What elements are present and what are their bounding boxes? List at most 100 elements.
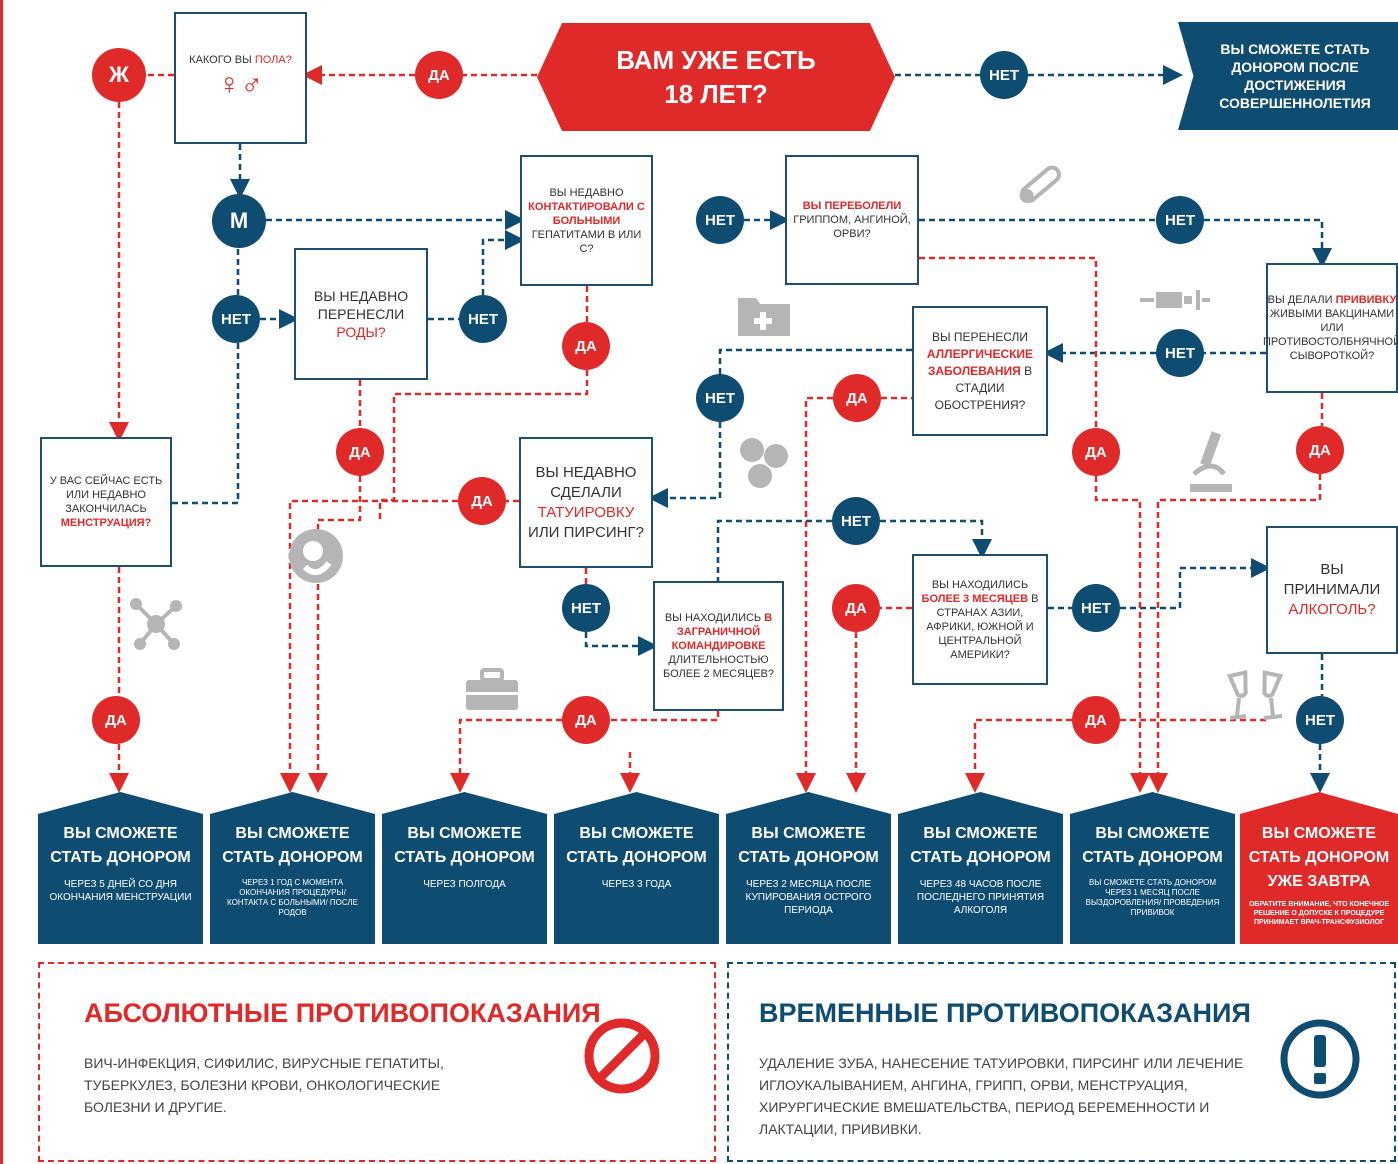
yes-contact-circle: ДА: [562, 322, 610, 370]
question-births: ВЫ НЕДАВНО ПЕРЕНЕСЛИ РОДЫ?: [294, 248, 428, 380]
yes-vaccine-circle: ДА: [1296, 426, 1344, 474]
absolute-text: ВИЧ-ИНФЕКЦИЯ, СИФИЛИС, ВИРУСНЫЕ ГЕПАТИТЫ…: [84, 1055, 444, 1115]
no-vaccine-circle: НЕТ: [1156, 329, 1204, 377]
yes-allergy-circle: ДА: [833, 374, 881, 422]
gender-highlight: ПОЛА?: [254, 54, 292, 66]
outcome-detail: ЧЕРЕЗ ПОЛГОДА: [423, 879, 506, 890]
connector-line: [378, 370, 589, 520]
connector-line: [718, 348, 912, 374]
no-age-circle: НЕТ: [980, 51, 1028, 99]
outcome-detail: ВЫ СМОЖЕТЕ СТАТЬ ДОНОРОМ ЧЕРЕЗ 1 МЕСЯЦ П…: [1085, 878, 1220, 917]
alcohol-text: ВЫ ПРИНИМАЛИ: [1283, 561, 1381, 598]
no-trip-circle: НЕТ: [832, 497, 880, 545]
connector-line: [919, 256, 1098, 428]
yes-trip-circle: ДА: [562, 696, 610, 744]
travel-highlight: БОЛЕЕ 3 МЕСЯЦЕВ: [921, 592, 1029, 605]
connector-line: [1204, 218, 1332, 268]
outcome-one-month: ВЫ СМОЖЕТЕ СТАТЬ ДОНОРОМ ВЫ СМОЖЕТЕ СТАТ…: [1070, 792, 1235, 944]
yes-age-circle: ДА: [415, 51, 463, 99]
outcome-tomorrow: ВЫ СМОЖЕТЕ СТАТЬ ДОНОРОМ УЖЕ ЗАВТРА ОБРА…: [1240, 792, 1398, 944]
question-menstruation: У ВАС СЕЙЧАС ЕСТЬ ИЛИ НЕДАВНО ЗАКОНЧИЛАС…: [40, 437, 172, 567]
alcohol-highlight: АЛКОГОЛЬ?: [1288, 601, 1376, 618]
connector-line: [172, 343, 240, 505]
gender-text: КАКОГО ВЫ: [189, 54, 255, 66]
connector-line: [796, 396, 833, 793]
yes-births-circle: ДА: [336, 428, 384, 476]
connector-line: [450, 718, 562, 793]
prohibited-icon: [584, 1018, 660, 1094]
absolute-title: АБСОЛЮТНЫЕ ПРОТИВОПОКАЗАНИЯ: [84, 998, 601, 1028]
pills-icon: [740, 438, 788, 488]
allergy-text-end: В СТАДИИ ОБОСТРЕНИЯ?: [934, 363, 1033, 412]
outcome-title: ВЫ СМОЖЕТЕ СТАТЬ ДОНОРОМ: [910, 825, 1051, 866]
no-alcohol-circle: НЕТ: [1296, 696, 1344, 744]
flu-highlight: ВЫ ПЕРЕБОЛЕЛИ: [802, 200, 902, 212]
outcome-half-year: ВЫ СМОЖЕТЕ СТАТЬ ДОНОРОМ ЧЕРЕЗ ПОЛГОДА: [382, 792, 547, 944]
female-circle: Ж: [92, 48, 146, 102]
yes-tattoo-circle: ДА: [458, 477, 506, 525]
births-text: ВЫ НЕДАВНО ПЕРЕНЕСЛИ: [313, 288, 409, 322]
outcome-detail: ЧЕРЕЗ 48 ЧАСОВ ПОСЛЕ ПОСЛЕДНЕГО ПРИНЯТИЯ…: [916, 879, 1045, 916]
question-allergy: ВЫ ПЕРЕНЕСЛИ АЛЛЕРГИЧЕСКИЕ ЗАБОЛЕВАНИЯ В…: [912, 306, 1048, 436]
question-travel: ВЫ НАХОДИЛИСЬ БОЛЕЕ 3 МЕСЯЦЕВ В СТРАНАХ …: [912, 554, 1048, 685]
underage-outcome-text: ВЫ СМОЖЕТЕ СТАТЬ ДОНОРОМ ПОСЛЕ ДОСТИЖЕНИ…: [1219, 41, 1371, 111]
outcome-detail: ЧЕРЕЗ 1 ГОД С МОМЕНТА ОКОНЧАНИЯ ПРОЦЕДУР…: [227, 878, 358, 917]
yes-flu-circle: ДА: [1072, 428, 1120, 476]
contact-text: ВЫ НЕДАВНО: [549, 186, 624, 199]
outcome-title: ВЫ СМОЖЕТЕ СТАТЬ ДОНОРОМ: [566, 825, 707, 866]
age-question-text: ВАМ УЖЕ ЕСТЬ 18 ЛЕТ?: [616, 45, 816, 109]
connector-line: [880, 519, 992, 559]
thermometer-icon: [1019, 165, 1061, 203]
temporary-contraindications-panel: ВРЕМЕННЫЕ ПРОТИВОПОКАЗАНИЯ УДАЛЕНИЕ ЗУБА…: [727, 962, 1396, 1162]
microscope-icon: [1190, 431, 1232, 492]
outcome-three-years: ВЫ СМОЖЕТЕ СТАТЬ ДОНОРОМ ЧЕРЕЗ 3 ГОДА: [554, 792, 719, 944]
outcome-title: ВЫ СМОЖЕТЕ СТАТЬ ДОНОРОМ: [738, 825, 879, 866]
trip-text-end: ДЛИТЕЛЬНОСТЬЮ БОЛЕЕ 2 МЕСЯЦЕВ?: [663, 654, 774, 680]
wine-glasses-icon: [1226, 670, 1284, 720]
left-border-line: [0, 0, 3, 1164]
outcome-detail: ЧЕРЕЗ 2 МЕСЯЦА ПОСЛЕ КУПИРОВАНИЯ ОСТРОГО…: [745, 879, 872, 916]
underage-outcome-box: ВЫ СМОЖЕТЕ СТАТЬ ДОНОРОМ ПОСЛЕ ДОСТИЖЕНИ…: [1178, 22, 1398, 130]
yes-alcohol-circle: ДА: [1072, 696, 1120, 744]
syringe-icon: [1140, 290, 1210, 310]
outcome-title: ВЫ СМОЖЕТЕ СТАТЬ ДОНОРОМ: [50, 825, 191, 866]
connector-line: [280, 499, 458, 793]
connector-line: [481, 230, 525, 295]
allergy-text: ВЫ ПЕРЕНЕСЛИ: [931, 329, 1029, 344]
outcome-title: ВЫ СМОЖЕТЕ СТАТЬ ДОНОРОМ: [1082, 825, 1223, 866]
connector-line: [1120, 558, 1271, 610]
question-alcohol: ВЫ ПРИНИМАЛИ АЛКОГОЛЬ?: [1266, 526, 1398, 654]
trip-highlight: В ЗАГРАНИЧНОЙ КОМАНДИРОВКЕ: [671, 612, 773, 652]
outcome-48-hours: ВЫ СМОЖЕТЕ СТАТЬ ДОНОРОМ ЧЕРЕЗ 48 ЧАСОВ …: [898, 792, 1063, 944]
travel-text-end: В СТРАНАХ АЗИИ, АФРИКИ, ЮЖНОЙ И ЦЕНТРАЛЬ…: [926, 592, 1039, 661]
no-contact-circle: НЕТ: [696, 196, 744, 244]
connector-line: [716, 519, 832, 581]
vaccine-highlight: ПРИВИВКУ: [1335, 294, 1397, 306]
exclamation-icon: [1280, 1019, 1360, 1099]
tattoo-text: ВЫ НЕДАВНО СДЕЛАЛИ: [535, 463, 637, 501]
flu-text: ГРИППОМ, АНГИНОЙ, ОРВИ?: [793, 214, 911, 240]
no-tattoo-circle: НЕТ: [562, 584, 610, 632]
outcome-title: ВЫ СМОЖЕТЕ СТАТЬ ДОНОРОМ УЖЕ ЗАВТРА: [1248, 825, 1390, 890]
contact-text-end: ГЕПАТИТАМИ В ИЛИ С?: [531, 228, 642, 255]
outcome-title: ВЫ СМОЖЕТЕ СТАТЬ ДОНОРОМ: [222, 825, 363, 866]
tattoo-highlight: ТАТУИРОВКУ: [537, 503, 635, 521]
outcome-menstruation: ВЫ СМОЖЕТЕ СТАТЬ ДОНОРОМ ЧЕРЕЗ 5 ДНЕЙ СО…: [38, 792, 203, 944]
vaccine-text-end: ЖИВЫМИ ВАКЦИНАМИ ИЛИ ПРОТИВОСТОЛБНЯЧНОЙ …: [1263, 308, 1398, 362]
yes-menstruation-circle: ДА: [92, 696, 140, 744]
connector-line: [965, 718, 1072, 793]
connector-line: [308, 476, 362, 793]
medical-folder-icon: [738, 298, 790, 336]
allergy-highlight: АЛЛЕРГИЧЕСКИЕ ЗАБОЛЕВАНИЯ: [926, 346, 1034, 378]
question-tattoo: ВЫ НЕДАВНО СДЕЛАЛИ ТАТУИРОВКУ ИЛИ ПИРСИН…: [519, 437, 653, 568]
outcome-title: ВЫ СМОЖЕТЕ СТАТЬ ДОНОРОМ: [394, 825, 535, 866]
fetus-icon: [289, 529, 343, 583]
no-allergy-circle: НЕТ: [696, 374, 744, 422]
vaccine-text: ВЫ ДЕЛАЛИ: [1267, 294, 1336, 306]
question-flu: ВЫ ПЕРЕБОЛЕЛИ ГРИППОМ, АНГИНОЙ, ОРВИ?: [785, 155, 919, 285]
gender-symbols-icon: ♀♂: [218, 68, 263, 101]
no-menstruation-circle: НЕТ: [212, 295, 260, 343]
question-gender: КАКОГО ВЫ ПОЛА? ♀♂: [174, 12, 307, 144]
question-contact: ВЫ НЕДАВНО КОНТАКТИРОВАЛИ С БОЛЬНЫМИ ГЕП…: [520, 155, 653, 286]
